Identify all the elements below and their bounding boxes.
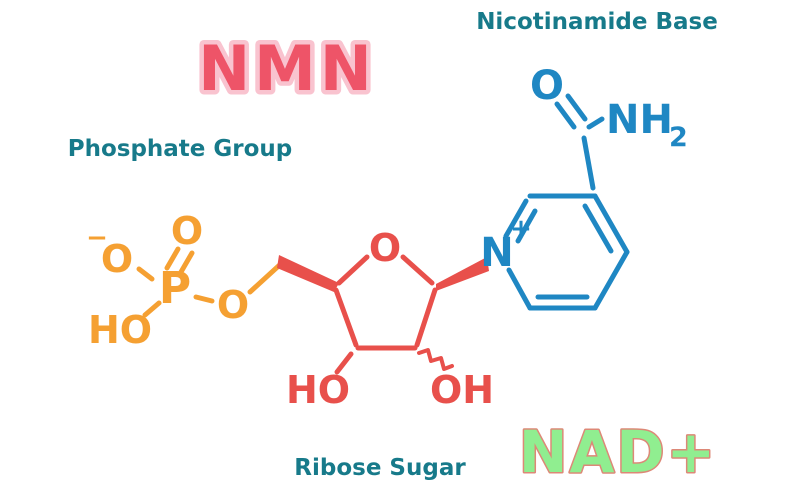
p-ho-bond — [142, 300, 162, 318]
c1-n-wedge-bond — [436, 257, 489, 291]
phosphate-structure: P O O − HO O — [86, 209, 287, 352]
c4-c3-bond — [333, 287, 359, 348]
phosphorus-atom: P — [159, 263, 191, 314]
c3-ho-bond — [334, 351, 354, 375]
ribose-hydroxyl-right: OH — [430, 368, 494, 412]
phosphate-bridge-oxygen: O — [217, 283, 249, 327]
nicotinamide-base-label: Nicotinamide Base — [476, 9, 718, 35]
nicotinamide-structure: N + O NH 2 — [480, 63, 688, 311]
carbonyl-double-line-1 — [554, 101, 577, 130]
nad-plus-title: NAD+ — [519, 418, 717, 486]
ring-o-c4-bond — [336, 254, 370, 286]
carbonyl-double-line-2 — [565, 93, 588, 122]
pyridinium-nitrogen: N — [480, 230, 513, 276]
plus-charge-sign: + — [510, 214, 532, 244]
ring-o-c1-bond — [400, 254, 435, 286]
carbonyl-nh2-bond — [586, 116, 605, 130]
c3-c4-double-inner — [582, 203, 614, 254]
c3-c4-bond — [592, 193, 630, 255]
c3-carbonyl-bond — [581, 135, 596, 191]
ribose-structure: O HO OH — [277, 226, 494, 412]
ribose-sugar-label: Ribose Sugar — [294, 455, 466, 481]
amide-subscript-2: 2 — [669, 122, 688, 153]
phosphate-double-bond-oxygen: O — [171, 209, 203, 253]
phosphate-group-label: Phosphate Group — [68, 136, 293, 162]
ribose-hydroxyl-left: HO — [286, 368, 350, 412]
p-o-minus-bond — [136, 266, 155, 282]
phosphate-minus-oxygen: O — [101, 237, 133, 281]
nmn-title: NMN — [198, 32, 375, 105]
phosphate-hydroxyl: HO — [88, 308, 152, 352]
p-double-bond-line-1 — [164, 246, 181, 271]
c5-c4-wedge-bond — [277, 255, 339, 292]
n-c2-double-inner — [515, 208, 538, 244]
c4-c5-bond — [592, 249, 630, 311]
p-double-bond-line-2 — [178, 250, 195, 275]
c2-oh-wavy-bond — [417, 348, 454, 371]
amide-nh-group: NH — [606, 97, 673, 143]
carbonyl-oxygen: O — [530, 63, 564, 109]
c6-n-bond — [506, 267, 533, 311]
ribose-ring-oxygen: O — [369, 226, 401, 270]
n-c2-bond — [503, 198, 529, 239]
p-o-bridge-bond — [193, 294, 215, 304]
c1-c2-bond — [414, 287, 438, 348]
minus-charge-sign: − — [86, 223, 108, 253]
